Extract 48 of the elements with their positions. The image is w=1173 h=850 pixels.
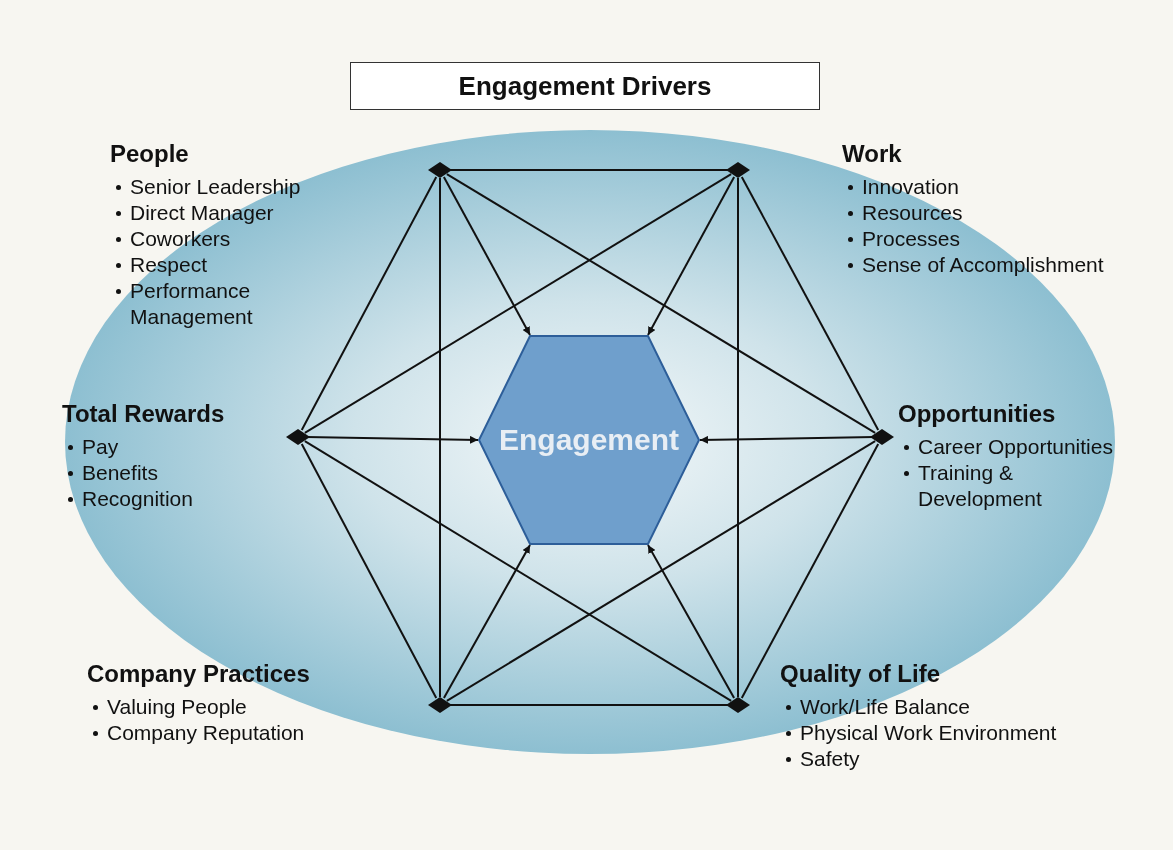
bullet-item: Coworkers <box>130 227 231 250</box>
connector-line <box>737 177 739 698</box>
group-heading: Work <box>842 140 903 168</box>
node-label: Engagement <box>499 423 679 457</box>
connector-line <box>300 443 438 699</box>
vertex-diamond <box>286 429 310 445</box>
connector-line <box>445 440 877 702</box>
bullet-item: Direct Manager <box>130 201 274 224</box>
connector-line <box>445 173 877 434</box>
connector-line <box>303 173 733 434</box>
title: Engagement Drivers <box>350 62 820 110</box>
bullet-item: Work/Life Balance <box>800 695 971 718</box>
arrow <box>647 544 736 700</box>
bullet-item: Recognition <box>82 487 193 510</box>
bullet-item: Valuing People <box>107 695 247 718</box>
vertex-diamond <box>428 697 452 713</box>
group-heading: People <box>110 140 190 168</box>
bullet-item: Sense of Accomplishment <box>862 253 1104 276</box>
group-heading: Quality of Life <box>780 660 941 688</box>
bullet-item: Training & Development <box>918 461 1042 510</box>
engagement-hexagon <box>478 335 700 545</box>
vertex-diamond <box>726 697 750 713</box>
connector-line <box>439 177 441 698</box>
bullet-item: Resources <box>862 201 963 224</box>
bullet-item: Senior Leadership <box>130 175 301 198</box>
arrow <box>442 544 531 700</box>
bullet-item: Pay <box>82 435 119 458</box>
connector-line <box>740 176 880 431</box>
group-heading: Company Practices <box>87 660 311 688</box>
vertex-diamond <box>428 162 452 178</box>
bullet-item: Respect <box>130 253 208 276</box>
group-heading: Total Rewards <box>62 400 226 428</box>
connector-line <box>303 440 733 702</box>
bullet-item: Performance Management <box>130 279 253 328</box>
arrow <box>647 176 736 336</box>
arrow <box>442 176 531 336</box>
bullet-item: Innovation <box>862 175 959 198</box>
vertex-diamond <box>870 429 894 445</box>
group-heading: Opportunities <box>898 400 1057 428</box>
bullet-item: Career Opportunities <box>918 435 1113 458</box>
bullet-item: Benefits <box>82 461 158 484</box>
connector-line <box>300 176 438 431</box>
bullet-item: Company Reputation <box>107 721 305 744</box>
connector-line <box>740 443 880 699</box>
bullet-item: Processes <box>862 227 961 250</box>
bullet-item: Physical Work Environment <box>800 721 1057 744</box>
bullet-item: Safety <box>800 747 860 770</box>
vertex-diamond <box>726 162 750 178</box>
